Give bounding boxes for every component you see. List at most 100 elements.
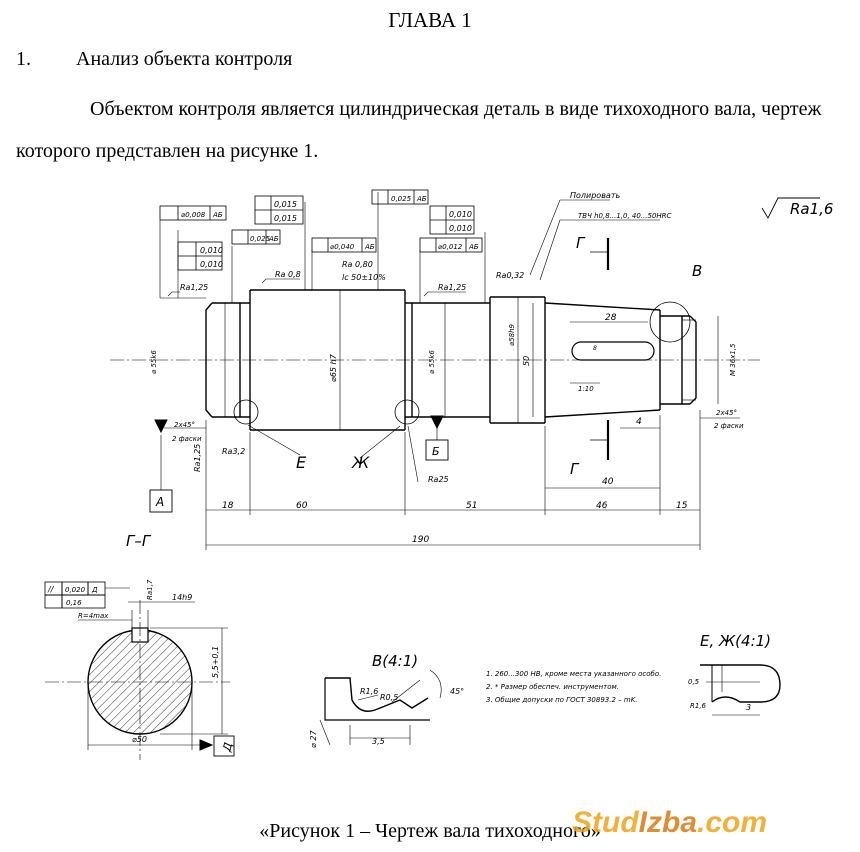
gg-dia: ⌀50	[132, 735, 147, 744]
roughness-main-label: Ra1,6	[790, 200, 833, 218]
detail-v-45: 45°	[450, 687, 464, 696]
tech-note-2: 2. * Размер обеспеч. инструментом.	[486, 683, 619, 691]
chapter-title: ГЛАВА 1	[388, 8, 472, 32]
thread-label: М 36х1,5	[729, 343, 737, 376]
detail-circle-e	[233, 399, 259, 425]
tol-0025-mid-base: АБ	[268, 235, 279, 243]
ra08: Ra 0,8	[275, 270, 301, 279]
tol-runout-008: ⌀0,008	[181, 211, 206, 219]
roughness-symbol	[761, 197, 820, 219]
detail-ezh-05: 0,5	[688, 678, 700, 686]
polish-note: Полировать	[570, 191, 620, 200]
tol-runout-008-base: АБ	[212, 211, 223, 219]
tol-0012: ⌀0,012	[438, 243, 463, 251]
dim-18: 18	[222, 501, 234, 511]
tol-0025-mid: 0,025	[250, 235, 271, 243]
watermark-part-3: .com	[697, 806, 768, 839]
tol-0015-a: 0,015	[274, 200, 297, 209]
tol-0010-a: 0,010	[200, 246, 223, 255]
gg-radius: R=4max	[78, 612, 109, 620]
base-b-label: Б	[432, 445, 440, 458]
dia-left: ⌀ 55k6	[150, 350, 158, 374]
dim-46: 46	[596, 501, 608, 511]
detail-ezh	[700, 664, 781, 716]
studizba-watermark: StudIzba.com	[572, 806, 767, 840]
dim-4: 4	[636, 417, 642, 427]
lc-label: lc 50±10%	[342, 273, 386, 282]
tol-top-1-base: АБ	[416, 195, 427, 203]
dia-mid: ⌀65 h7	[329, 353, 338, 382]
dim-40: 40	[602, 477, 614, 487]
tol-top-1: 0,025	[391, 195, 412, 203]
dim-15: 15	[676, 501, 688, 511]
detail-circle-v	[649, 301, 691, 343]
taper-label: 1:10	[578, 385, 594, 393]
section-gg	[44, 581, 235, 760]
tol-0015-b: 0,015	[274, 214, 297, 223]
ra25-bottom: Ra25	[428, 475, 449, 484]
dim-51: 51	[466, 501, 477, 511]
gg-tol-2: 0,16	[66, 599, 82, 607]
tol-0010-c: 0,010	[449, 210, 472, 219]
gg-base-d: Д	[220, 741, 235, 754]
section-title: Анализ объекта контроля	[76, 48, 293, 70]
watermark-part-1: Stud	[572, 806, 639, 839]
detail-circle-zh	[394, 399, 420, 425]
keyway-slot	[571, 341, 655, 361]
detail-ezh-title: Е, Ж(4:1)	[700, 632, 771, 650]
ra125-right: Ra1,25	[438, 283, 466, 292]
watermark-part-2: Izba	[638, 806, 698, 839]
dim-190: 190	[412, 535, 429, 545]
tol-0040-base: АБ	[364, 243, 375, 251]
shaft-drawing: Ra1,6 Полировать ТВЧ h0,8...1,0, 40...50…	[44, 189, 833, 760]
figure-caption: «Рисунок 1 – Чертеж вала тихоходного»	[259, 820, 601, 842]
shaft-outline	[205, 289, 697, 431]
tol-0040: ⌀0,040	[330, 243, 355, 251]
tol-0010-b: 0,010	[200, 260, 223, 269]
dia-shoulder: ⌀58h9	[508, 323, 516, 346]
view-g-bottom-label: Г	[570, 460, 580, 478]
dim-60: 60	[296, 501, 308, 511]
section-gg-title: Г–Г	[126, 532, 152, 550]
detail-v-r05: R0,5	[380, 693, 398, 702]
ra32: Ra3,2	[222, 447, 245, 456]
ra032: Ra0,32	[496, 271, 524, 280]
view-g-top-label: Г	[576, 234, 586, 252]
gg-tol-sym: //	[47, 585, 55, 594]
chamfer-right: 2х45°	[716, 409, 737, 417]
detail-v-r16: R1,6	[360, 687, 378, 696]
ra125-vert: Ra1,25	[193, 444, 202, 472]
gg-ra: Ra1,7	[146, 579, 154, 600]
dia-right: ⌀ 55k6	[428, 350, 436, 374]
tol-0010-d: 0,010	[449, 224, 472, 233]
base-a-label: А	[155, 495, 164, 509]
view-e-label: Е	[296, 453, 307, 472]
gg-tol-1: 0,020	[65, 586, 86, 594]
tolerance-leaders	[159, 192, 660, 303]
view-v-label: В	[692, 262, 702, 280]
chamfer-right-note: 2 фаски	[714, 422, 744, 430]
ra080-lc: Ra 0,80	[342, 260, 373, 269]
gg-depth: 5,5+0,1	[211, 646, 220, 678]
body-paragraph: Объектом контроля является цилиндрическа…	[16, 98, 822, 162]
detail-v-dia: ⌀ 27	[309, 730, 318, 748]
tech-note-1: 1. 260...300 НВ, кроме места указанного …	[486, 670, 661, 678]
chamfer-left-note: 2 фаски	[172, 435, 202, 443]
view-zh-label: Ж	[351, 453, 370, 472]
detail-v-35: 3,5	[372, 737, 385, 746]
section-heading: 1. Анализ объекта контроля	[16, 48, 292, 71]
chamfer-left: 2х45°	[174, 421, 195, 429]
ra125-left: Ra1,25	[180, 283, 208, 292]
detail-v-title: В(4:1)	[372, 652, 418, 670]
gg-key-width: 14h9	[172, 593, 192, 602]
tol-0012-base: АБ	[468, 243, 479, 251]
detail-v	[319, 669, 442, 746]
dim-28: 28	[605, 313, 617, 323]
hardening-note: ТВЧ h0,8...1,0, 40...50HRC	[578, 212, 672, 220]
tech-note-3: 3. Общие допуски по ГОСТ 30893.2 – mK.	[486, 696, 638, 704]
detail-ezh-r16: R1,6	[690, 702, 707, 710]
detail-ezh-3: 3	[746, 703, 751, 712]
dim-50: 50	[522, 356, 531, 366]
section-number: 1.	[16, 48, 31, 70]
gg-tol-base: Д	[91, 586, 98, 594]
